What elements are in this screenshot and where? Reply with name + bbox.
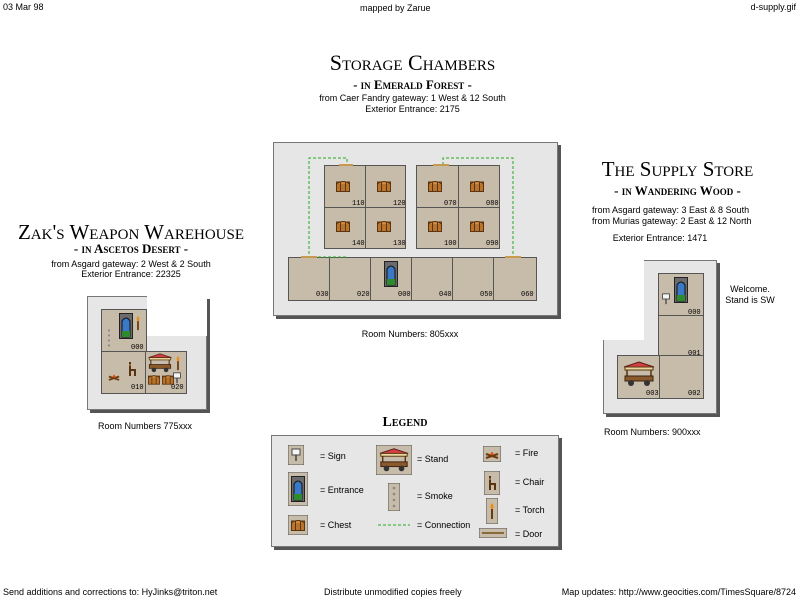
- footer-distribute: Distribute unmodified copies freely: [324, 587, 462, 597]
- supply-title: The Supply Store: [601, 157, 754, 181]
- legend-fire-label: = Fire: [515, 448, 539, 458]
- supply-entrance: Exterior Entrance: 1471: [612, 233, 708, 243]
- stand-icon: [622, 361, 656, 387]
- supply-gateway-asgard: from Asgard gateway: 3 East & 8 South: [592, 205, 750, 215]
- room-number: 030: [316, 291, 329, 299]
- legend-sign-label: = Sign: [320, 451, 346, 461]
- zak-room-south: [101, 351, 187, 394]
- supply-note-welcome: Welcome.: [730, 284, 770, 294]
- storage-room-block-west: [324, 165, 406, 249]
- entrance-icon: [674, 277, 688, 303]
- room-number: 020: [357, 291, 370, 299]
- room-number: 080: [486, 200, 499, 208]
- smoke-icon: [388, 483, 400, 511]
- fire-icon: [108, 372, 120, 381]
- zak-room-numbers: Room Numbers 775xxx: [97, 421, 193, 431]
- smoke-icon: [106, 328, 112, 348]
- sign-icon: [288, 445, 304, 465]
- storage-room-numbers: Room Numbers: 805xxx: [361, 329, 459, 339]
- entrance-icon: [119, 313, 133, 339]
- storage-corridor: [288, 257, 537, 301]
- supply-gateway-murias: from Murias gateway: 2 East & 12 North: [592, 216, 752, 226]
- zak-subtitle: - in Ascetos Desert -: [73, 241, 189, 256]
- footer-contact: Send additions and corrections to: HyJin…: [3, 587, 218, 597]
- chest-icon: [470, 220, 484, 232]
- entrance-icon: [288, 472, 308, 506]
- torch-icon: [134, 315, 142, 331]
- chair-icon: [127, 361, 137, 377]
- chest-icon: [336, 180, 350, 192]
- chair-icon: [484, 471, 500, 495]
- filename-label: d-supply.gif: [750, 2, 796, 12]
- room-number: 040: [439, 291, 452, 299]
- chest-icon: [470, 180, 484, 192]
- room-number: 120: [393, 200, 406, 208]
- legend: = Sign = Entrance = Chest = Stand = Smok…: [271, 435, 559, 547]
- supply-note-stand: Stand is SW: [725, 295, 775, 305]
- room-number: 050: [480, 291, 493, 299]
- room-number: 070: [444, 200, 457, 208]
- storage-subtitle: - in Emerald Forest -: [353, 77, 472, 92]
- room-number: 020: [171, 384, 184, 392]
- storage-room-block-east: [416, 165, 500, 249]
- room-number: 010: [131, 384, 144, 392]
- sign-icon: [172, 372, 182, 384]
- storage-connections: [301, 157, 521, 258]
- room-number: 090: [486, 240, 499, 248]
- room-number: 130: [393, 240, 406, 248]
- connection-icon: [378, 524, 410, 526]
- sign-icon: [661, 293, 671, 305]
- zak-entrance: Exterior Entrance: 22325: [81, 269, 181, 279]
- date-label: 03 Mar 98: [3, 2, 44, 12]
- storage-title: Storage Chambers: [329, 50, 496, 75]
- door-icon: [479, 528, 507, 538]
- room-number: 110: [352, 200, 365, 208]
- stand-icon: [147, 353, 173, 373]
- chest-icon: [428, 180, 442, 192]
- supply-subtitle: - in Wandering Wood -: [614, 183, 741, 198]
- fire-icon: [483, 446, 501, 462]
- legend-title: Legend: [382, 415, 428, 430]
- legend-smoke-label: = Smoke: [417, 491, 453, 501]
- credit-label: mapped by Zarue: [360, 3, 431, 13]
- room-number: 000: [398, 291, 411, 299]
- chest-icon: [377, 180, 391, 192]
- zak-gateway: from Asgard gateway: 2 West & 2 South: [51, 259, 211, 269]
- legend-chest-label: = Chest: [320, 520, 352, 530]
- supply-room-numbers: Room Numbers: 900xxx: [604, 427, 701, 437]
- zak-title: Zak's Weapon Warehouse: [17, 220, 244, 244]
- entrance-icon: [384, 261, 398, 287]
- room-number: 001: [688, 350, 701, 358]
- chest-icon: [148, 374, 160, 385]
- room-number: 060: [521, 291, 534, 299]
- legend-stand-label: = Stand: [417, 454, 449, 464]
- chest-icon: [288, 515, 308, 535]
- torch-icon: [174, 355, 182, 371]
- chest-icon: [377, 220, 391, 232]
- room-number: 000: [688, 309, 701, 317]
- chest-icon: [336, 220, 350, 232]
- room-number: 100: [444, 240, 457, 248]
- room-number: 002: [688, 390, 701, 398]
- legend-door-label: = Door: [515, 529, 543, 539]
- room-number: 000: [131, 344, 144, 352]
- legend-connection-label: = Connection: [417, 520, 471, 530]
- storage-entrance: Exterior Entrance: 2175: [365, 104, 460, 114]
- torch-icon: [486, 498, 498, 524]
- footer-updates: Map updates: http://www.geocities.com/Ti…: [561, 587, 796, 597]
- room-number: 003: [646, 390, 659, 398]
- legend-chair-label: = Chair: [515, 477, 545, 487]
- stand-icon: [376, 445, 412, 475]
- room-number: 140: [352, 240, 365, 248]
- legend-torch-label: = Torch: [515, 505, 545, 515]
- legend-entrance-label: = Entrance: [320, 485, 364, 495]
- chest-icon: [428, 220, 442, 232]
- storage-gateway: from Caer Fandry gateway: 1 West & 12 So…: [319, 93, 506, 103]
